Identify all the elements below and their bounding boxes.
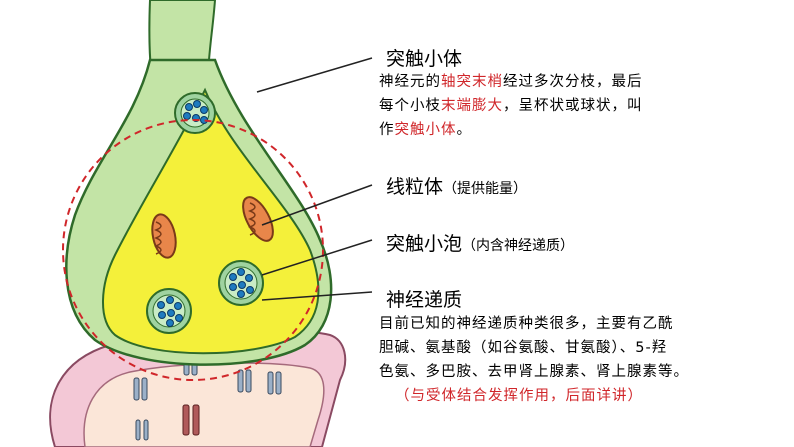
neurotransmitter-title: 神经递质 xyxy=(386,289,463,311)
neurotransmitter-molecules xyxy=(157,100,254,327)
desc-text: 。 xyxy=(456,122,472,138)
synaptic-knob-desc-line: 神经元的轴突末梢经过多次分枝，最后 xyxy=(379,70,643,94)
vesicle-note: （内含神经递质） xyxy=(462,238,575,254)
synaptic-knob-title: 突触小体 xyxy=(386,48,463,70)
mitochondria-note: （提供能量） xyxy=(443,181,528,197)
vesicle-label: 突触小泡（内含神经递质） xyxy=(386,229,574,256)
desc-text: 神经元的 xyxy=(379,74,441,90)
desc-text: ，呈杯状或球状，叫 xyxy=(503,98,643,114)
synaptic-knob-desc-line: 作突触小体。 xyxy=(379,118,643,142)
highlighted-term: 轴突末梢 xyxy=(441,74,503,90)
pointer-lines xyxy=(256,57,373,301)
highlighted-term: 突触小体 xyxy=(394,122,457,138)
nt-desc-line-2: 胆碱、氨基酸（如谷氨酸、甘氨酸）、5-羟 xyxy=(379,340,668,356)
desc-text: 经过多次分枝，最后 xyxy=(503,74,643,90)
neurotransmitter-note: （与受体结合发挥作用，后面详讲） xyxy=(395,388,643,404)
mitochondria xyxy=(151,196,274,259)
synaptic-knob-description: 神经元的轴突末梢经过多次分枝，最后每个小枝末端膨大，呈杯状或球状，叫作突触小体。 xyxy=(379,70,643,142)
vesicle-title: 突触小泡 xyxy=(386,233,463,255)
highlight-circle xyxy=(62,119,324,381)
neurotransmitter-description: 目前已知的神经递质种类很多，主要有乙酰 胆碱、氨基酸（如谷氨酸、甘氨酸）、5-羟… xyxy=(379,312,689,384)
highlighted-term: 末端膨大 xyxy=(441,98,503,114)
nt-desc-line-1: 目前已知的神经递质种类很多，主要有乙酰 xyxy=(379,316,674,332)
mitochondria-title: 线粒体 xyxy=(386,176,444,198)
nt-desc-line-3: 色氨、多巴胺、去甲肾上腺素、肾上腺素等。 xyxy=(379,364,689,380)
synaptic-knob-desc-line: 每个小枝末端膨大，呈杯状或球状，叫 xyxy=(379,94,643,118)
desc-text: 每个小枝 xyxy=(379,98,441,114)
desc-text: 作 xyxy=(379,122,395,138)
cytoplasm xyxy=(102,87,320,355)
mitochondria-label: 线粒体（提供能量） xyxy=(386,172,527,199)
